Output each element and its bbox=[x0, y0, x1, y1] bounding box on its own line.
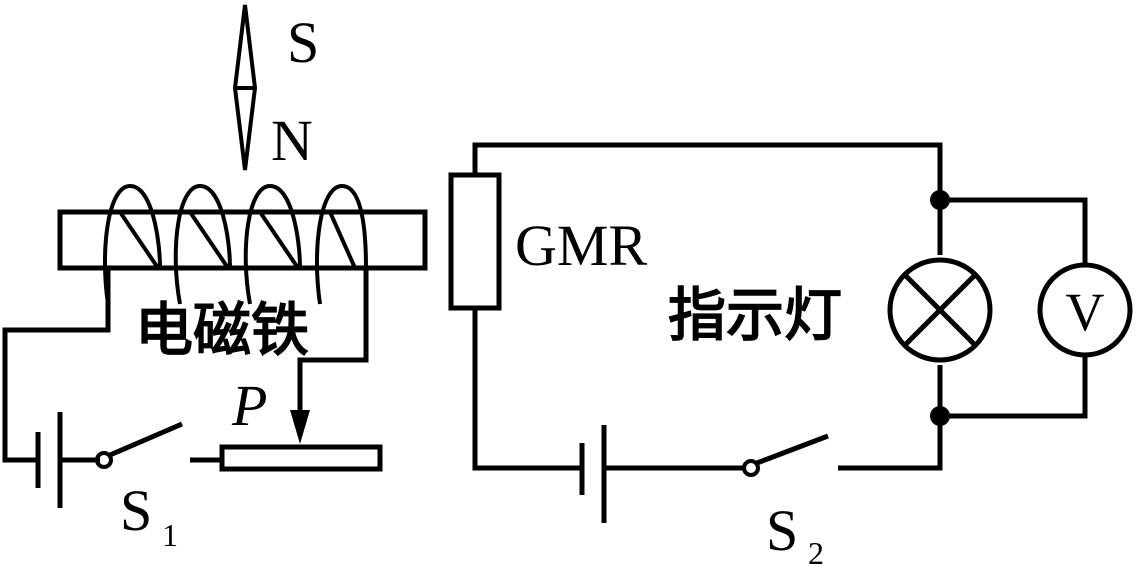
rheostat bbox=[219, 444, 383, 472]
right-circuit-wires bbox=[472, 142, 1088, 471]
switch2-subscript: 2 bbox=[808, 535, 824, 566]
compass-north-label: N bbox=[271, 108, 313, 173]
switch-s2 bbox=[742, 433, 829, 477]
gmr-label: GMR bbox=[515, 213, 647, 278]
coil-front-loops bbox=[102, 183, 368, 305]
electromagnet-label: 电磁铁 bbox=[135, 296, 309, 364]
gmr-resistor bbox=[448, 172, 502, 311]
indicator-lamp-label: 指示灯 bbox=[668, 281, 842, 349]
left-circuit-wires bbox=[2, 268, 369, 463]
switch1-label: S bbox=[120, 478, 152, 543]
voltmeter-label: V bbox=[1066, 282, 1105, 342]
indicator-lamp-symbol bbox=[887, 257, 993, 363]
switch1-subscript: 1 bbox=[162, 517, 178, 553]
junction-top bbox=[930, 190, 950, 210]
compass-needle bbox=[232, 4, 258, 171]
compass-south-label: S bbox=[287, 10, 319, 75]
electromagnet-core bbox=[57, 209, 428, 271]
switch2-label: S bbox=[766, 498, 798, 563]
junction-bottom bbox=[930, 406, 950, 426]
switch-s1 bbox=[95, 421, 183, 469]
voltmeter-symbol bbox=[1037, 262, 1133, 358]
battery-right bbox=[579, 425, 607, 523]
slider-label: P bbox=[231, 373, 267, 438]
battery-left bbox=[35, 412, 63, 508]
coil-back-strokes bbox=[118, 210, 357, 270]
slider-arrow bbox=[290, 410, 310, 444]
